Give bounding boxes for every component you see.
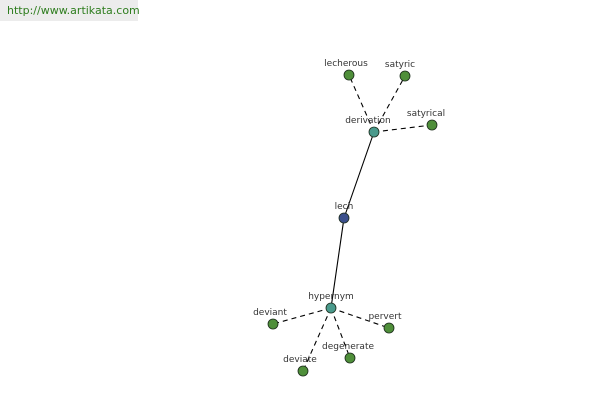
node-marker[interactable] — [344, 352, 356, 364]
node-label-lecherous[interactable]: lecherous — [324, 59, 368, 69]
edges-layer — [272, 74, 433, 372]
node-label-derivation[interactable]: derivation — [345, 116, 391, 126]
leaf-node-lecherous[interactable]: lecherous — [324, 59, 368, 81]
node-marker[interactable] — [338, 212, 350, 224]
node-label-lech[interactable]: lech — [335, 202, 354, 212]
node-label-degenerate[interactable]: degenerate — [322, 342, 374, 352]
leaf-node-deviate[interactable]: deviate — [283, 355, 317, 377]
nodes-layer: lecherous satyric satyrical deviant pervert d… — [253, 59, 445, 377]
node-label-pervert[interactable]: pervert — [368, 312, 402, 322]
edge-lech-hypernym — [330, 217, 345, 309]
node-label-satyric[interactable]: satyric — [385, 60, 415, 70]
node-marker[interactable] — [325, 302, 337, 314]
node-marker[interactable] — [267, 318, 279, 330]
edge-derivation-satyrical — [373, 124, 433, 133]
edge-hypernym-deviant — [272, 307, 332, 325]
leaf-node-pervert[interactable]: pervert — [368, 312, 402, 334]
node-label-hypernym[interactable]: hypernym — [308, 292, 354, 302]
leaf-node-satyric[interactable]: satyric — [385, 60, 415, 82]
node-marker[interactable] — [383, 322, 395, 334]
center-node-lech[interactable]: lech — [335, 202, 354, 224]
edge-derivation-lecherous — [348, 74, 375, 133]
edge-hypernym-deviate — [302, 307, 332, 372]
edge-lech-derivation — [343, 131, 375, 219]
leaf-node-satyrical[interactable]: satyrical — [407, 109, 445, 131]
node-marker[interactable] — [399, 70, 411, 82]
hub-node-hypernym[interactable]: hypernym — [308, 292, 354, 314]
node-label-satyrical[interactable]: satyrical — [407, 109, 445, 119]
node-marker[interactable] — [426, 119, 438, 131]
node-marker[interactable] — [368, 126, 380, 138]
node-marker[interactable] — [297, 365, 309, 377]
node-label-deviant[interactable]: deviant — [253, 308, 287, 318]
edge-derivation-satyric — [373, 75, 406, 133]
edge-hypernym-pervert — [330, 307, 390, 329]
source-link[interactable]: http://www.artikata.com — [7, 4, 140, 17]
node-marker[interactable] — [343, 69, 355, 81]
node-label-deviate[interactable]: deviate — [283, 355, 317, 365]
leaf-node-degenerate[interactable]: degenerate — [322, 342, 374, 364]
hub-node-derivation[interactable]: derivation — [345, 116, 391, 138]
leaf-node-deviant[interactable]: deviant — [253, 308, 287, 330]
source-banner: http://www.artikata.com — [0, 0, 140, 21]
